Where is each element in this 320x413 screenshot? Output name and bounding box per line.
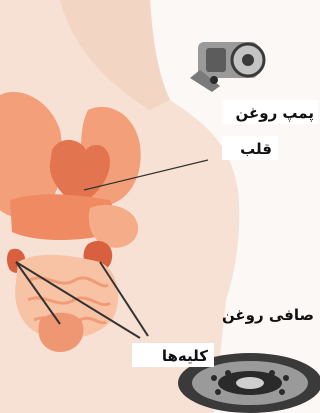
heart-label: قلب — [240, 140, 272, 158]
kidneys-label: کلیه‌ها — [162, 347, 208, 365]
oil-pump-label: پمپ روغن — [236, 104, 315, 123]
oil-filter-label: صافی روغن — [222, 306, 314, 324]
oil-pump-icon — [190, 42, 264, 92]
